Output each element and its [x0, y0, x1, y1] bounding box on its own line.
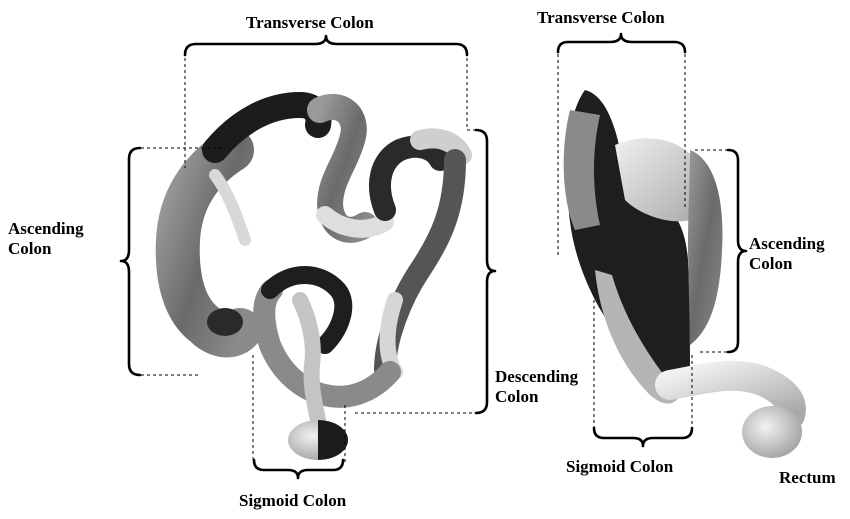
left-colon-model: [178, 105, 462, 460]
left-ascending-segment: [178, 150, 240, 335]
right-ascending-brace: [728, 150, 746, 352]
left-descending-segment: [385, 160, 455, 370]
left-ascending-label-line2: Colon: [8, 239, 51, 258]
right-transverse-label: Transverse Colon: [537, 8, 665, 27]
right-ascending-grey: [688, 150, 723, 345]
left-ascending-brace: [121, 148, 140, 375]
left-transverse-brace: [185, 36, 467, 55]
right-ascending-label-line1: Ascending: [749, 234, 825, 253]
right-colon-model: [564, 90, 802, 458]
right-sigmoid-label: Sigmoid Colon: [566, 457, 673, 476]
left-ascending-highlight: [215, 175, 245, 240]
left-transverse-guide-right: [467, 52, 480, 130]
left-descending-brace: [476, 130, 495, 413]
left-descending-label-line1: Descending: [495, 367, 578, 386]
right-sigmoid-brace: [594, 428, 692, 446]
right-transverse-brace: [558, 34, 685, 52]
left-descending-label-line2: Colon: [495, 387, 538, 406]
left-cecum-dark: [207, 308, 243, 336]
left-ascending-label-line1: Ascending: [8, 219, 84, 238]
right-rectum-label: Rectum: [779, 468, 836, 487]
left-right-loop-dark: [380, 147, 440, 210]
left-transverse-label: Transverse Colon: [246, 13, 374, 32]
left-sigmoid-brace: [254, 460, 343, 478]
left-transverse-dark: [215, 105, 318, 150]
left-rectum-bulb-dark: [318, 420, 348, 460]
right-rectum-end: [742, 406, 802, 458]
right-ascending-label-line2: Colon: [749, 254, 792, 273]
left-sigmoid-label: Sigmoid Colon: [239, 491, 346, 510]
left-sigmoid-loop-light: [300, 300, 318, 420]
